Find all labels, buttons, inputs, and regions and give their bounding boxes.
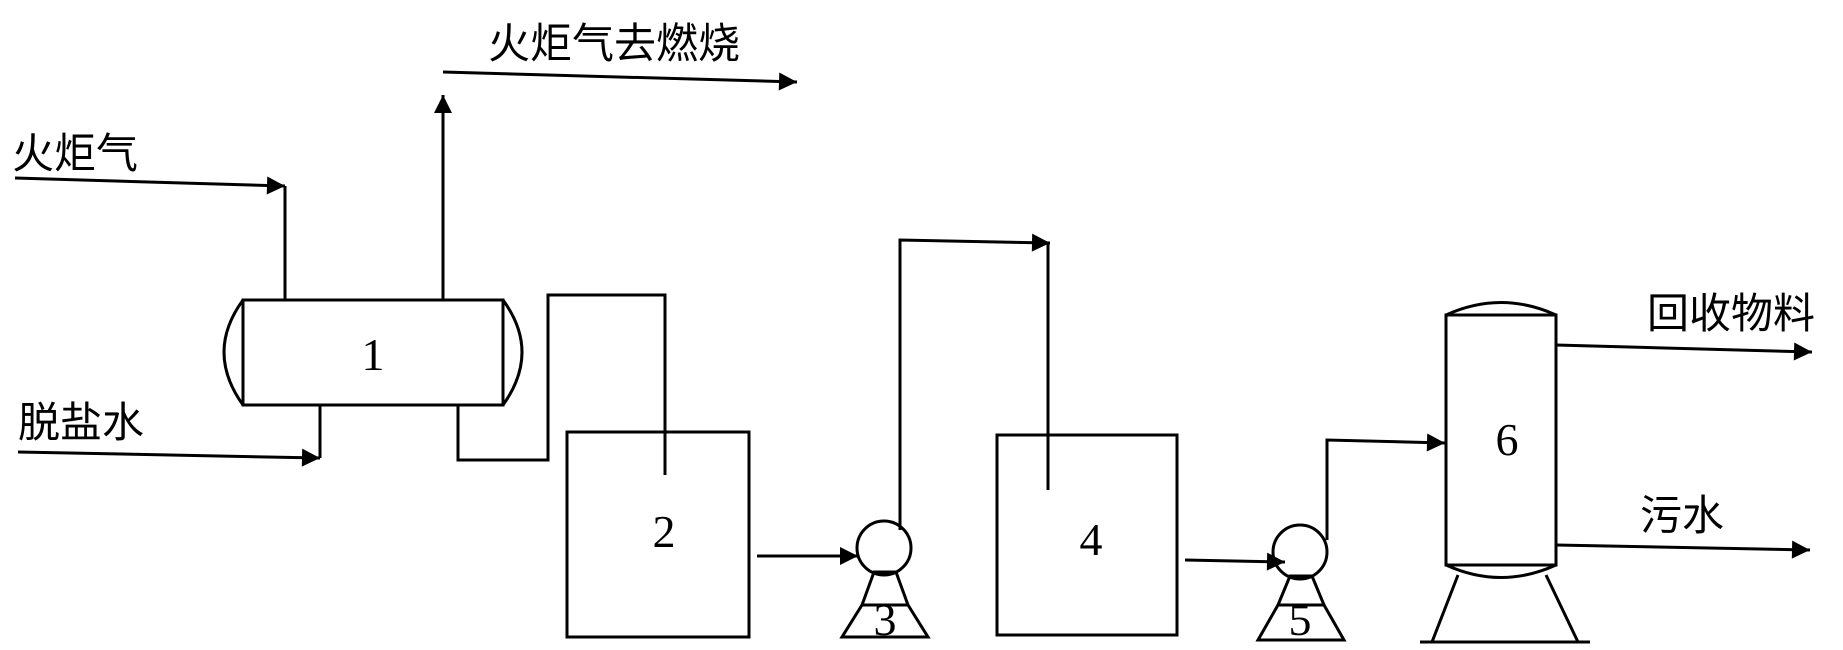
flare-gas-outlet-line xyxy=(442,70,798,91)
label-desalted-water: 脱盐水 xyxy=(18,398,144,447)
equipment-number-2: 2 xyxy=(653,506,676,557)
pump-5 xyxy=(1255,523,1347,642)
recovered-material-line xyxy=(1555,342,1813,361)
label-recovered-material: 回收物料 xyxy=(1647,289,1815,338)
equipment-number-1: 1 xyxy=(362,329,385,380)
tank4-to-pump5-line xyxy=(1184,552,1286,571)
wastewater-line xyxy=(1555,540,1811,559)
equipment-number-4: 4 xyxy=(1080,514,1103,565)
equipment-number-5: 5 xyxy=(1289,594,1312,645)
equipment-number-6: 6 xyxy=(1496,414,1519,465)
drum-1 xyxy=(222,298,524,407)
flare-gas-inlet-line xyxy=(14,176,286,195)
tank-4 xyxy=(995,433,1179,637)
label-wastewater: 污水 xyxy=(1640,491,1724,540)
pump3-to-tank4-line xyxy=(898,233,1051,530)
pump5-to-column6-line xyxy=(1325,433,1446,540)
desalted-water-line xyxy=(17,448,321,467)
drum-to-tank2-line xyxy=(456,293,667,475)
label-flare-gas-out: 火炬气去燃烧 xyxy=(488,19,740,68)
equipment-number-3: 3 xyxy=(874,594,897,645)
pump-3 xyxy=(839,519,931,639)
label-flare-gas-in: 火炬气 xyxy=(12,129,138,178)
tank-2 xyxy=(565,430,751,639)
column-6 xyxy=(1420,301,1590,644)
